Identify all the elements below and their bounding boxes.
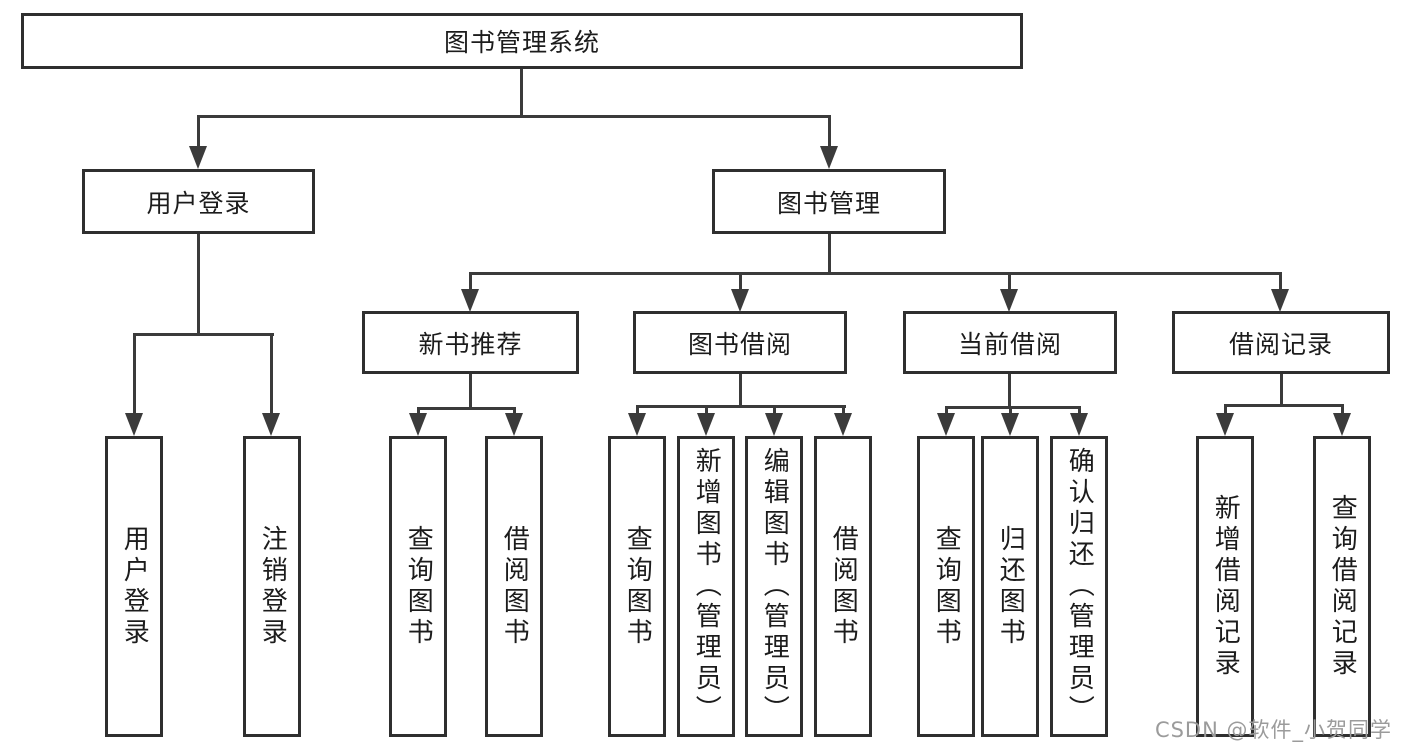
leaf-cb-confirm-return-admin-label: 确认归还（管理员） bbox=[1064, 447, 1095, 726]
arrowhead-br-leaf2-icon bbox=[1333, 413, 1351, 436]
connector-book-mgmt-stem bbox=[828, 234, 831, 274]
node-borrowing-records-label: 借阅记录 bbox=[1228, 329, 1333, 359]
connector-br-stem bbox=[1280, 374, 1283, 407]
leaf-logout-label: 注销登录 bbox=[257, 524, 288, 649]
arrowhead-bb-leaf2-icon bbox=[697, 413, 715, 436]
leaf-bb-borrow-books: 借阅图书 bbox=[814, 436, 872, 737]
leaf-cb-query-books-label: 查询图书 bbox=[931, 524, 962, 649]
node-book-borrowing: 图书借阅 bbox=[633, 311, 847, 374]
leaf-cb-confirm-return-admin: 确认归还（管理员） bbox=[1050, 436, 1108, 737]
arrowhead-cb-leaf3-icon bbox=[1070, 413, 1088, 436]
arrowhead-leaf-logout-icon bbox=[262, 413, 280, 436]
node-root-system: 图书管理系统 bbox=[21, 13, 1023, 69]
connector-br-leaf2-drop bbox=[1341, 404, 1344, 417]
arrowhead-cb-leaf1-icon bbox=[937, 413, 955, 436]
node-book-borrowing-label: 图书借阅 bbox=[687, 329, 792, 359]
leaf-nbr-query-books: 查询图书 bbox=[389, 436, 447, 737]
arrowhead-nbr-leaf2-icon bbox=[505, 413, 523, 436]
connector-cb-leaf3-drop bbox=[1078, 406, 1081, 417]
csdn-watermark: CSDN @软件_小贺同学 bbox=[1154, 718, 1392, 742]
node-book-management: 图书管理 bbox=[712, 169, 946, 234]
arrowhead-bb-leaf4-icon bbox=[834, 413, 852, 436]
leaf-nbr-borrow-books-label: 借阅图书 bbox=[499, 524, 530, 649]
connector-bb-leaf1-drop bbox=[636, 405, 639, 417]
connector-br-leaf1-drop bbox=[1224, 404, 1227, 417]
leaf-nbr-borrow-books: 借阅图书 bbox=[485, 436, 543, 737]
node-current-borrowing: 当前借阅 bbox=[903, 311, 1117, 374]
node-borrowing-records: 借阅记录 bbox=[1172, 311, 1390, 374]
connector-user-login-stem bbox=[197, 234, 200, 335]
connector-cb-drop bbox=[1008, 272, 1011, 292]
arrowhead-nbr-icon bbox=[461, 289, 479, 312]
node-user-login-label: 用户登录 bbox=[146, 188, 251, 218]
node-current-borrowing-label: 当前借阅 bbox=[957, 329, 1062, 359]
arrowhead-bb-leaf3-icon bbox=[765, 413, 783, 436]
connector-cb-stem bbox=[1008, 374, 1011, 409]
connector-root-stem bbox=[520, 69, 523, 118]
connector-cb-branch bbox=[945, 406, 1081, 409]
leaf-br-add-record: 新增借阅记录 bbox=[1196, 436, 1254, 737]
leaf-br-query-record-label: 查询借阅记录 bbox=[1327, 493, 1358, 680]
arrowhead-cb-icon bbox=[1000, 289, 1018, 312]
node-new-book-recommend: 新书推荐 bbox=[362, 311, 579, 374]
arrowhead-book-mgmt-icon bbox=[820, 146, 838, 169]
arrowhead-nbr-leaf1-icon bbox=[409, 413, 427, 436]
connector-leaf-logout-drop bbox=[270, 333, 273, 415]
node-new-book-recommend-label: 新书推荐 bbox=[418, 329, 523, 359]
connector-nbr-branch bbox=[417, 407, 516, 410]
arrowhead-bb-icon bbox=[731, 289, 749, 312]
connector-nbr-stem bbox=[469, 374, 472, 410]
leaf-cb-query-books: 查询图书 bbox=[917, 436, 975, 737]
connector-bb-leaf4-drop bbox=[842, 405, 845, 417]
node-book-management-label: 图书管理 bbox=[776, 188, 881, 218]
arrowhead-cb-leaf2-icon bbox=[1001, 413, 1019, 436]
node-user-login: 用户登录 bbox=[82, 169, 315, 234]
connector-leaf-user-login-drop bbox=[133, 333, 136, 415]
leaf-bb-query-books: 查询图书 bbox=[608, 436, 666, 737]
leaf-cb-return-books-label: 归还图书 bbox=[995, 524, 1026, 649]
leaf-br-query-record: 查询借阅记录 bbox=[1313, 436, 1371, 737]
leaf-nbr-query-books-label: 查询图书 bbox=[403, 524, 434, 649]
connector-level3-branch bbox=[469, 272, 1282, 275]
connector-br-branch bbox=[1224, 404, 1344, 407]
arrowhead-br-icon bbox=[1271, 289, 1289, 312]
leaf-cb-return-books: 归还图书 bbox=[981, 436, 1039, 737]
arrowhead-leaf-user-login-icon bbox=[125, 413, 143, 436]
connector-nbr-leaf2-drop bbox=[513, 407, 516, 417]
connector-user-login-drop bbox=[197, 115, 200, 150]
connector-user-login-branch bbox=[133, 333, 274, 336]
arrowhead-user-login-icon bbox=[189, 146, 207, 169]
leaf-bb-add-book-admin: 新增图书（管理员） bbox=[677, 436, 735, 737]
connector-book-mgmt-drop bbox=[828, 115, 831, 150]
leaf-logout: 注销登录 bbox=[243, 436, 301, 737]
connector-bb-leaf3-drop bbox=[773, 405, 776, 417]
connector-nbr-leaf1-drop bbox=[417, 407, 420, 417]
connector-level2-branch bbox=[197, 115, 831, 118]
connector-cb-leaf1-drop bbox=[945, 406, 948, 417]
leaf-user-login-label: 用户登录 bbox=[119, 524, 150, 649]
connector-bb-drop bbox=[739, 272, 742, 292]
leaf-bb-edit-book-admin-label: 编辑图书（管理员） bbox=[759, 447, 790, 726]
leaf-br-add-record-label: 新增借阅记录 bbox=[1210, 493, 1241, 680]
connector-nbr-drop bbox=[469, 272, 472, 292]
arrowhead-br-leaf1-icon bbox=[1216, 413, 1234, 436]
leaf-bb-query-books-label: 查询图书 bbox=[622, 524, 653, 649]
connector-br-drop bbox=[1279, 272, 1282, 292]
connector-bb-leaf2-drop bbox=[705, 405, 708, 417]
connector-bb-branch bbox=[636, 405, 846, 408]
leaf-bb-add-book-admin-label: 新增图书（管理员） bbox=[691, 447, 722, 726]
connector-bb-stem bbox=[739, 374, 742, 408]
leaf-bb-edit-book-admin: 编辑图书（管理员） bbox=[745, 436, 803, 737]
leaf-bb-borrow-books-label: 借阅图书 bbox=[828, 524, 859, 649]
node-root-label: 图书管理系统 bbox=[443, 28, 600, 57]
leaf-user-login: 用户登录 bbox=[105, 436, 163, 737]
arrowhead-bb-leaf1-icon bbox=[628, 413, 646, 436]
connector-cb-leaf2-drop bbox=[1009, 406, 1012, 417]
